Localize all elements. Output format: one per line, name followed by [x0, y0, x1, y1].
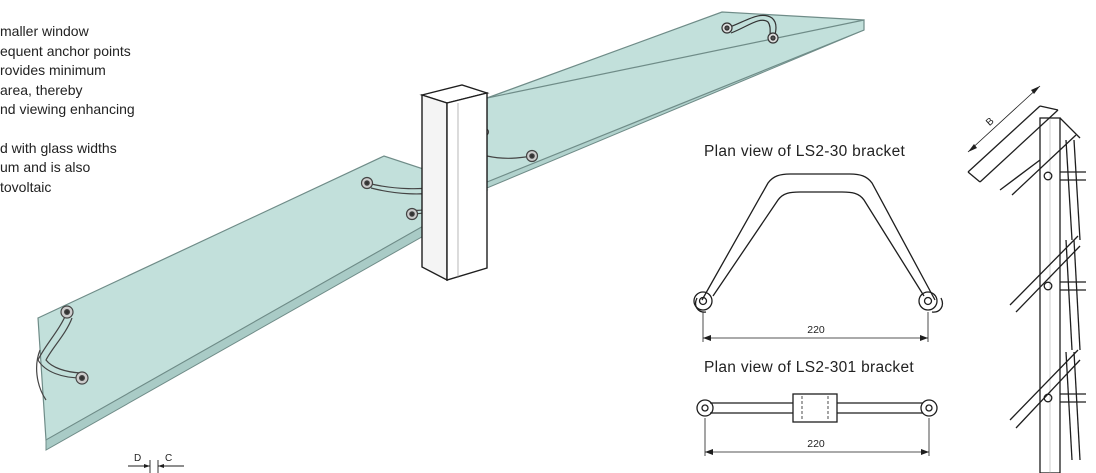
plan-view-title: Plan view of LS2-301 bracket	[704, 359, 915, 376]
glass-louvre-right	[486, 11, 865, 189]
dimension-c-label: C	[165, 453, 172, 464]
description-line: equent anchor points	[0, 42, 131, 59]
glass-louvre-left	[37, 155, 489, 451]
dimension-b-label: B	[984, 116, 997, 129]
description-line: rovides minimum	[0, 62, 106, 78]
description-line: maller window	[0, 23, 89, 39]
description-line: d with glass widths	[0, 139, 117, 156]
dimension-d-label: D	[134, 453, 141, 464]
bracket-top-right	[721, 14, 779, 44]
bracket-bottom-left	[36, 305, 89, 401]
plan-view-ls2-30	[693, 173, 944, 342]
description-line: nd viewing enhancing	[0, 101, 135, 117]
plan-view-title: Plan view of LS2-30 bracket	[704, 143, 906, 160]
dimension-label: 220	[807, 324, 825, 336]
description-line: area, thereby	[0, 81, 83, 98]
description-line: tovoltaic	[0, 178, 52, 195]
plan-view-ls2-301	[696, 393, 938, 456]
dimension-label: 220	[807, 438, 825, 450]
side-elevation	[967, 85, 1086, 473]
detail-dimension-marks	[128, 460, 184, 473]
mullion-post	[419, 84, 490, 282]
description-line: um and is also	[0, 159, 91, 175]
description-text: maller window equent anchor points rovid…	[0, 22, 200, 197]
